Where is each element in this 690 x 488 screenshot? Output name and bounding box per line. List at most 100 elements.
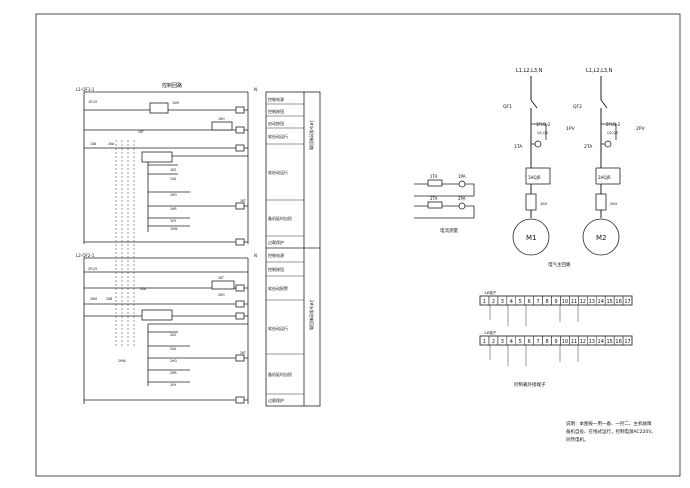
terminal-number: 11	[571, 339, 577, 345]
lower-label-11: 2HW	[118, 359, 126, 363]
drawing-frame	[35, 13, 681, 477]
upper-label-7: 1SA	[170, 177, 177, 181]
neutral-label-bottom: N	[254, 253, 257, 258]
terminal-number: 5	[519, 339, 522, 345]
qf2-label: QF2	[573, 104, 582, 110]
meter-pa1: 1PA	[458, 174, 466, 179]
main-circuit-title: 电气主回路	[548, 261, 571, 268]
meter-title: 电流测量	[440, 227, 458, 234]
terminal-row1-label: 1#端子	[484, 290, 497, 295]
note: 说明：本图按一用一备、一控二、主机故障 备机自投、在线式运行，控制电源AC220…	[566, 420, 656, 443]
row-bottom-4: 备机延时自投	[268, 371, 292, 377]
row-top-0: 控制电源	[268, 96, 284, 102]
terminal-number: 14	[598, 339, 604, 345]
row-top-2: 启动按钮	[268, 120, 284, 126]
lower-label-4: 2KT	[218, 276, 224, 280]
terminal-number: 17	[624, 299, 630, 305]
current-meter: 1TA 1PA 2TA 2PA 电流测量	[414, 174, 475, 234]
km1-label: 1KH	[540, 202, 548, 206]
top-supply-label: L1-QF1-1	[76, 87, 95, 92]
terminal-number: 14	[598, 299, 604, 305]
bottom-supply-label: L2-QF2-1	[76, 253, 95, 258]
terminal-cell	[622, 295, 633, 306]
upper-rungs: 1KM 1SB 1KA 2KT 1KH 1KS 1SA 1HG 1HR 1HY …	[84, 101, 248, 246]
km2-label: 2KH	[610, 202, 618, 206]
note-line-1: 说明：本图按一用一备、一控二、主机故障	[566, 420, 652, 427]
terminal-number: 10	[562, 339, 568, 345]
lower-label-3: 2KA	[140, 287, 147, 291]
qf1-label: QF1	[503, 104, 512, 110]
terminal-number: 15	[606, 299, 612, 305]
terminal-number: 2	[492, 339, 495, 345]
terminal-number: 7	[537, 299, 540, 305]
lower-label-6: 2KS	[170, 333, 176, 337]
row-bottom-0: 控制电源	[268, 252, 284, 258]
row-bottom-3: 软启动运行	[268, 325, 288, 331]
upper-label-8: 1HG	[170, 193, 177, 197]
lower-label-12: 2KT	[240, 351, 246, 355]
row-top-3: 软启动运行	[268, 133, 288, 139]
terminal-row2-label: 2#端子	[484, 330, 497, 335]
terminal-title: 控制箱外接端子	[514, 381, 546, 388]
terminal-cell	[622, 335, 633, 346]
row-top-4: 软启动运行	[268, 169, 288, 175]
ta2-label: 2TA	[584, 144, 593, 150]
lower-rungs: 2KM 2SB 2KA 2KT 2KH 2KS 2SA 2HG 2HR 2HY …	[84, 271, 248, 404]
terminal-number: 6	[528, 339, 531, 345]
terminal-number: 11	[571, 299, 577, 305]
lower-label-1: 2KM	[90, 297, 97, 301]
terminal-number: 17	[624, 339, 630, 345]
row-bottom-1: 控制按钮	[268, 266, 284, 272]
upper-label-1: 1KM	[172, 101, 179, 105]
lower-label-2: 2SB	[106, 297, 112, 301]
fuse1-label: 1FU3	[88, 100, 97, 104]
terminal-number: 4	[510, 299, 513, 305]
fu1-label: 1FU1-2	[536, 122, 551, 127]
control-title: 控制回路	[162, 82, 182, 89]
terminal-number: 1	[483, 299, 486, 305]
group-bottom-label: 2#水泵控制回路	[309, 300, 315, 330]
pv1-label: 1PV	[566, 126, 576, 132]
terminal-number: 7	[537, 339, 540, 345]
terminal-number: 12	[580, 299, 586, 305]
motor2-label: M2	[596, 234, 607, 242]
terminal-number: 8	[545, 339, 548, 345]
upper-label-9: 1HR	[170, 207, 177, 211]
upper-label-5: 1KH	[218, 117, 225, 121]
fu2-label: 2FU1-2	[606, 122, 621, 127]
terminal-number: 1	[483, 339, 486, 345]
soft1-label: 1HQJR	[528, 175, 541, 180]
note-line-3: 同然电机。	[566, 436, 589, 443]
terminal-number: 3	[501, 299, 504, 305]
meter-ta2: 2TA	[430, 196, 438, 201]
pv2-label: 2PV	[636, 126, 646, 132]
terminal-number: 9	[554, 339, 557, 345]
terminal-number: 8	[545, 299, 548, 305]
bus1-label: L1,L2,L3,N	[516, 68, 543, 74]
lower-label-8: 2HG	[170, 359, 177, 363]
row-bottom-5: 过载保护	[268, 397, 284, 403]
lower-label-7: 2SA	[170, 347, 177, 351]
terminal-number: 10	[562, 299, 568, 305]
upper-label-4: 2KT	[138, 130, 144, 134]
upper-label-6: 1KS	[170, 168, 176, 172]
lower-label-5: 2KH	[218, 293, 225, 297]
note-line-2: 备机自投、在线式运行，控制电源AC220V。	[566, 428, 656, 435]
q1-label: Q1,Q2	[537, 131, 548, 135]
upper-label-3: 1KA	[108, 142, 115, 146]
upper-label-11: 1HW	[170, 227, 178, 231]
terminal-number: 3	[501, 339, 504, 345]
control-circuit: 控制回路 L1-QF1-1 N L2-QF2-1 N 1FU3 2FU3	[76, 82, 257, 404]
terminal-number: 12	[580, 339, 586, 345]
terminal-number: 13	[589, 339, 595, 345]
soft2-label: 2HQJR	[598, 175, 611, 180]
upper-label-12: 1KT	[240, 199, 246, 203]
bus2-label: L1,L2,L3,N	[586, 68, 613, 74]
upper-label-2: 1SB	[90, 142, 96, 146]
terminal-number: 2	[492, 299, 495, 305]
main-circuit: L1,L2,L3,N L1,L2,L3,N QF1 QF2 1FU1-2 2FU…	[503, 68, 646, 268]
